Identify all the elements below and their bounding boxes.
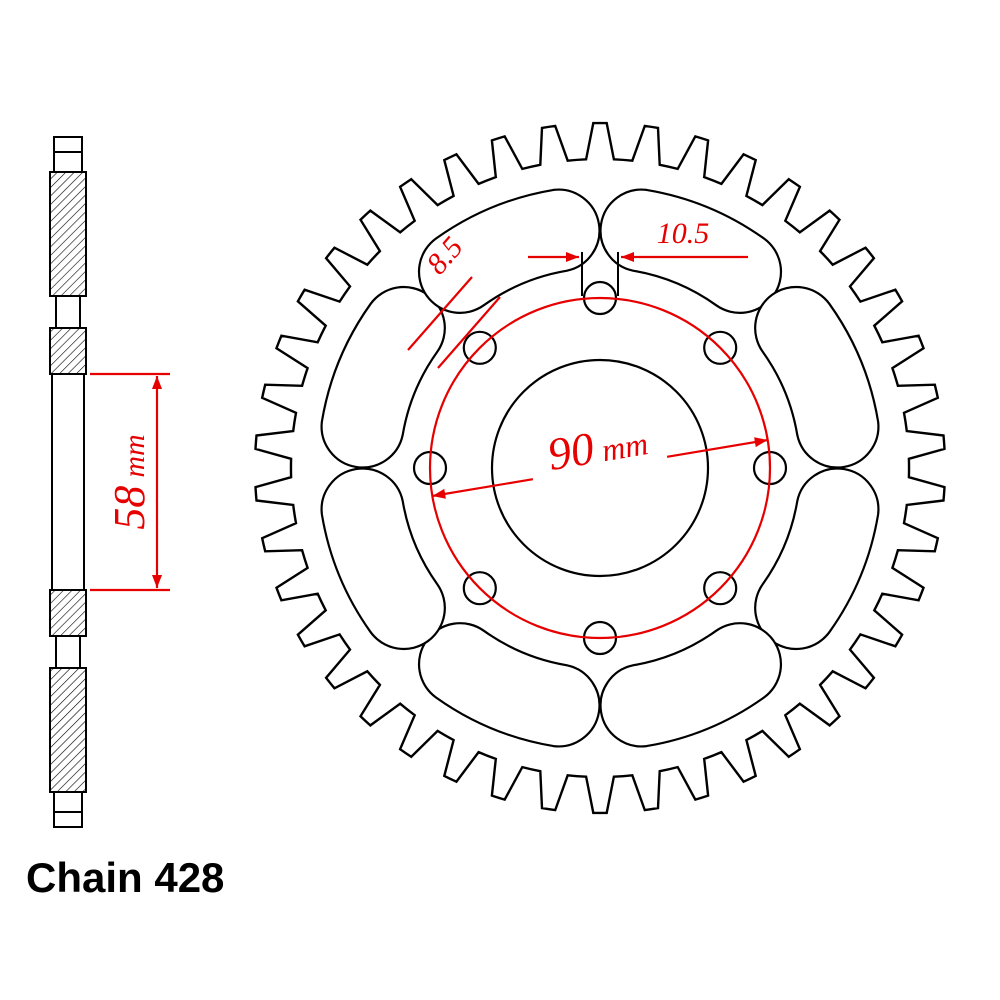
lightening-slot (417, 622, 601, 748)
lightening-slot (599, 188, 783, 314)
lightening-slots (320, 188, 880, 748)
top-slot (581, 252, 619, 296)
side-tooth-top (53, 136, 83, 173)
side-section-view (49, 136, 87, 828)
center-bore (490, 358, 710, 578)
dim-bolt-circle-90: 90mm (432, 413, 768, 499)
side-bolt-hole-gap-lower (55, 636, 81, 668)
side-hub-upper (49, 327, 87, 375)
dim-105-label: 10.5 (657, 217, 710, 250)
dim-90-label: 90mm (544, 413, 651, 480)
lightening-slot (320, 467, 446, 651)
front-view (254, 121, 946, 815)
bolt-circle (428, 296, 772, 640)
side-tooth-bottom (53, 791, 83, 828)
side-bolt-hole-gap-upper (55, 296, 81, 328)
side-web-lower (49, 667, 87, 793)
chain-size-label: Chain 428 (26, 854, 224, 901)
lightening-slot (599, 622, 783, 748)
side-hub-lower (49, 589, 87, 637)
lightening-slot (754, 467, 880, 651)
side-web-upper (49, 171, 87, 297)
dim-bore-58: 58mm (90, 372, 170, 592)
lightening-slot (417, 188, 601, 314)
lightening-slot (320, 285, 446, 469)
dim-58-label: 58mm (105, 434, 154, 529)
side-bore-region (51, 374, 85, 590)
dim-slot-105: 10.5 (528, 217, 748, 262)
lightening-slot (754, 285, 880, 469)
